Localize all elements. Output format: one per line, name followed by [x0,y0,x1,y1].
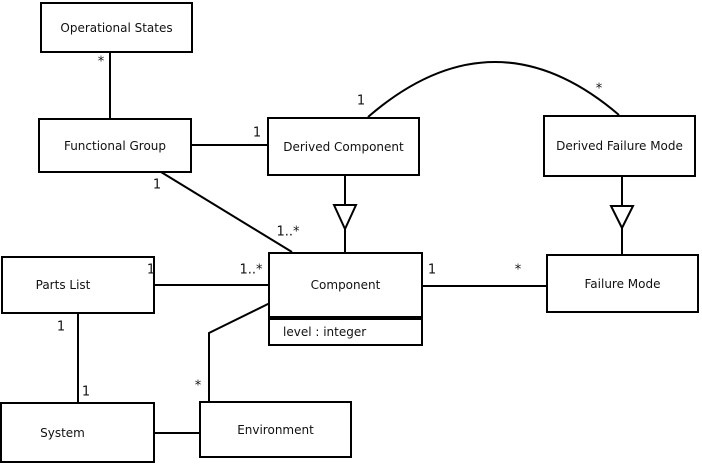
multiplicity-label: 1 [356,93,366,109]
multiplicity-label: 1 [146,262,156,278]
multiplicity-label: * [194,378,202,394]
multiplicity-label: 1..* [239,262,263,278]
class-component[interactable]: Component level : integer [268,252,423,346]
class-parts-list[interactable]: Parts List [1,256,155,314]
class-name: Functional Group [63,138,167,153]
class-name: Operational States [60,20,173,35]
class-derived-component[interactable]: Derived Component [267,117,420,176]
generalization-arrow-derived-failure-mode--failure-mode [609,205,635,231]
class-name: Parts List [35,278,91,292]
multiplicity-label: 1 [252,125,262,141]
multiplicity-label: 1 [427,262,437,278]
multiplicity-label: 1 [152,177,162,193]
class-functional-group[interactable]: Functional Group [38,118,192,173]
class-environment[interactable]: Environment [199,401,352,458]
class-failure-mode[interactable]: Failure Mode [546,254,699,313]
generalization-arrow-derived-component--component [332,204,358,232]
class-name: System [40,425,85,440]
class-name: Component [310,278,381,292]
multiplicity-label: * [595,81,603,97]
class-name: Derived Component [283,139,404,154]
class-name: Derived Failure Mode [556,139,683,153]
multiplicity-label: * [514,262,522,278]
class-operational-states[interactable]: Operational States [40,2,193,53]
class-system[interactable]: System [0,402,155,463]
class-name: Failure Mode [584,276,661,291]
edge-component--environment [208,302,271,401]
class-attribute: level : integer [283,325,367,339]
class-derived-failure-mode[interactable]: Derived Failure Mode [543,115,696,177]
multiplicity-label: 1..* [276,224,300,240]
multiplicity-label: * [97,54,105,70]
class-name: Environment [237,422,314,437]
multiplicity-label: 1 [56,319,66,335]
edge-functional-group--component [160,171,293,253]
multiplicity-label: 1 [81,384,91,400]
edge-derived-component--derived-failure-mode [367,61,620,118]
